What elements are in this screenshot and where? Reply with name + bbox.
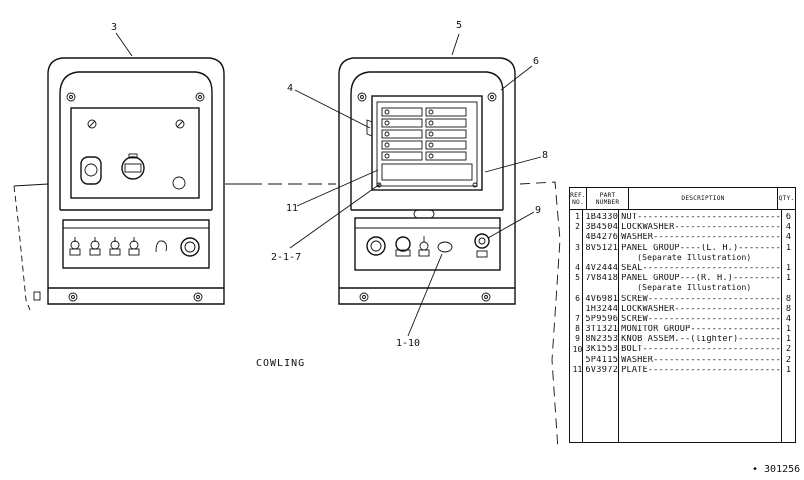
part-number-cell: 4B4276 — [585, 233, 619, 243]
description-column: NUT---------------------------LOCKWASHER… — [619, 210, 782, 442]
part-number-cell: 8V5121 — [585, 243, 619, 253]
ref-number-cell: 10 — [572, 344, 583, 354]
qty-cell: 1 — [785, 274, 792, 284]
part-number-cell: 8N2353 — [585, 335, 619, 345]
qty-cell: 1 — [785, 263, 792, 273]
part-number-cell: 6V3972 — [585, 365, 619, 375]
ref-number-cell: 1 — [575, 212, 580, 221]
description-cell: LOCKWASHER-------------------- — [621, 223, 781, 233]
header-ref-no: REF. NO. — [570, 188, 587, 209]
right-panel-group — [338, 57, 516, 305]
part-number-cell: 5P4115 — [585, 355, 619, 365]
header-part-number: PART NUMBER — [587, 188, 629, 209]
description-cell: MONITOR GROUP----------------- — [621, 325, 781, 335]
description-cell: PLATE------------------------- — [621, 365, 781, 375]
qty-cell: 2 — [785, 345, 792, 355]
leader-lines — [115, 32, 542, 337]
part-number-cell: 3B4504 — [585, 223, 619, 233]
callout-6: 6 — [533, 56, 539, 67]
callout-3: 3 — [111, 22, 117, 33]
ref-number-cell: 9 — [575, 334, 580, 344]
description-cell: SEAL-------------------------- — [621, 263, 781, 273]
ref-number-cell: 4 — [575, 263, 580, 272]
callout-1-10: 1-10 — [396, 338, 420, 349]
parts-table-header: REF. NO. PART NUMBER DESCRIPTION QTY. — [570, 188, 795, 210]
part-number-cell: 1B4330 — [585, 213, 619, 222]
description-cell: KNOB ASSEM.--(lighter)-------- — [621, 335, 781, 345]
part-number-cell: 7V8418 — [585, 274, 619, 284]
qty-cell: 8 — [785, 304, 792, 314]
figure-reference: • 301256 — [752, 464, 800, 475]
description-cell: SCREW------------------------- — [621, 294, 781, 304]
ref-number-cell: 2 — [575, 222, 580, 232]
description-cell: (Separate Illustration) — [637, 253, 752, 262]
qty-cell: 2 — [785, 355, 792, 365]
header-qty: QTY. — [778, 195, 795, 202]
cowling-outline — [13, 181, 561, 451]
qty-cell — [782, 284, 795, 294]
part-number-cell: 3K1553 — [585, 345, 619, 355]
ref-number-cell: 11 — [572, 365, 583, 374]
ref-number-cell: 3 — [575, 242, 580, 252]
description-cell: (Separate Illustration) — [637, 284, 752, 293]
qty-cell: 8 — [785, 294, 792, 304]
part-number-cell — [583, 284, 618, 294]
monitor-indicator-grid — [381, 107, 473, 181]
part-number-cell — [583, 254, 618, 264]
description-cell: WASHER------------------------ — [621, 233, 781, 243]
callout-11: 11 — [286, 203, 298, 214]
part-number-cell: 5P9596 — [585, 314, 619, 324]
description-cell: PANEL GROUP----(L. H.)-------- — [621, 243, 781, 253]
callout-4: 4 — [287, 83, 293, 94]
part-number-cell: 4V6981 — [585, 294, 619, 304]
qty-cell — [782, 254, 795, 264]
ref-number-cell: 6 — [575, 293, 580, 303]
callout-5: 5 — [456, 20, 462, 31]
qty-cell: 4 — [785, 233, 792, 243]
callout-9: 9 — [535, 205, 541, 216]
callout-8: 8 — [542, 150, 548, 161]
part-number-cell: 4V2444 — [585, 263, 619, 273]
callout-2-1-7: 2-1-7 — [271, 252, 301, 263]
part-number-cell: 3T1321 — [585, 325, 619, 335]
description-cell: NUT--------------------------- — [621, 213, 781, 222]
ref-number-cell: 8 — [575, 324, 580, 334]
description-cell: BOLT-------------------------- — [621, 345, 781, 355]
left-panel-group — [33, 57, 225, 305]
qty-cell: 1 — [785, 243, 792, 253]
cowling-label: COWLING — [256, 358, 305, 369]
header-description: DESCRIPTION — [629, 188, 778, 209]
description-cell: WASHER------------------------ — [621, 355, 781, 365]
description-cell: PANEL GROUP---(R. H.)--------- — [621, 274, 781, 284]
toggle-switches — [69, 237, 200, 257]
qty-cell: 1 — [785, 365, 792, 375]
qty-cell: 1 — [785, 335, 792, 345]
qty-cell: 1 — [785, 325, 792, 335]
ref-number-cell: 5 — [575, 273, 580, 283]
qty-cell: 6 — [785, 213, 792, 222]
description-cell: SCREW------------------------- — [621, 314, 781, 324]
part-number-cell: 1H3244 — [585, 304, 619, 314]
qty-cell: 4 — [785, 223, 792, 233]
qty-cell: 4 — [785, 314, 792, 324]
ref-number-cell: 7 — [575, 314, 580, 323]
description-cell: LOCKWASHER-------------------- — [621, 304, 781, 314]
